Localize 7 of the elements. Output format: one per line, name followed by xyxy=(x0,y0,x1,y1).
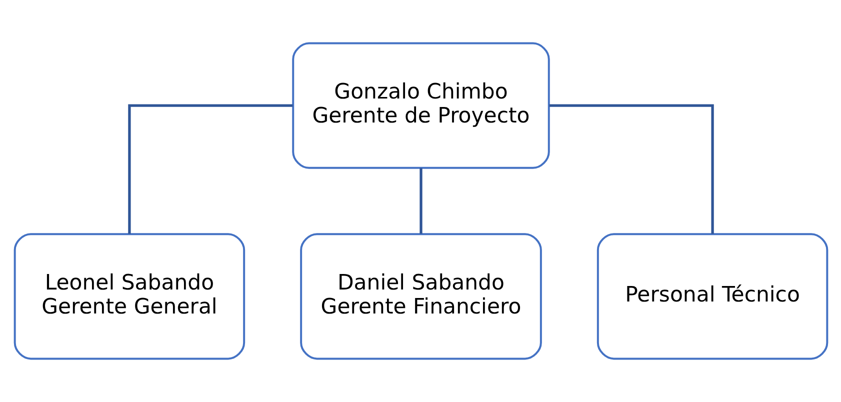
connector xyxy=(548,104,714,234)
node-box: Personal Técnico xyxy=(596,233,828,360)
node-box: Gonzalo Chimbo Gerente de Proyecto xyxy=(292,42,550,169)
connector xyxy=(128,104,292,234)
node-box: Leonel Sabando Gerente General xyxy=(13,233,245,360)
node-box: Daniel Sabando Gerente Financiero xyxy=(300,233,542,360)
connector xyxy=(419,168,422,234)
